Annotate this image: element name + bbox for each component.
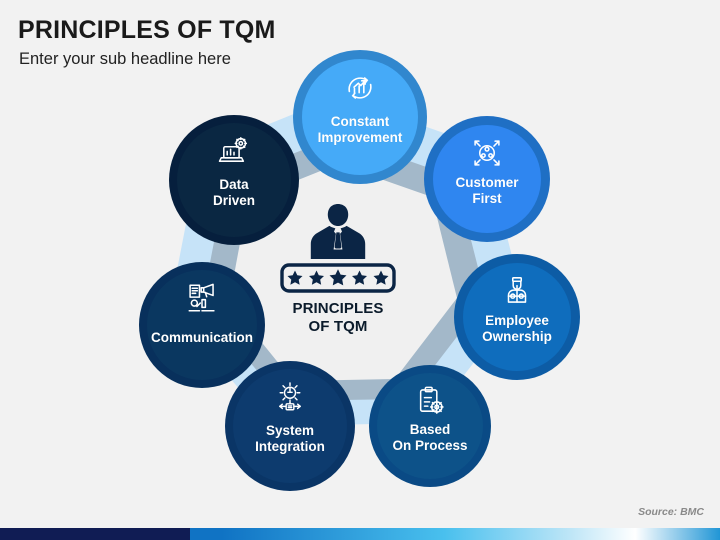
five-stars-icon xyxy=(280,263,396,294)
businessman-icon xyxy=(310,204,366,260)
node-customer-first-body: Customer First xyxy=(433,125,541,233)
customer-network-icon xyxy=(470,136,504,170)
laptop-gear-icon xyxy=(217,134,251,168)
node-data-driven-body: Data Driven xyxy=(177,123,291,237)
clipboard-gear-icon xyxy=(413,384,447,418)
node-data-driven[interactable]: Data Driven xyxy=(169,115,299,245)
node-system-integration-body: System Integration xyxy=(233,369,347,483)
center-title: PRINCIPLES OF TQM xyxy=(292,300,384,335)
node-communication-label: Communication xyxy=(150,329,253,345)
node-constant-improvement-label: Constant Improvement xyxy=(317,114,403,146)
center-badge: PRINCIPLES OF TQM xyxy=(243,168,433,368)
node-customer-first-label: Customer First xyxy=(455,175,519,207)
node-based-on-process-label: Based On Process xyxy=(392,422,468,454)
node-constant-improvement[interactable]: Constant Improvement xyxy=(293,50,427,184)
node-communication-body: Communication xyxy=(147,270,257,380)
document-megaphone-icon xyxy=(185,281,219,315)
page-subtitle: Enter your sub headline here xyxy=(19,50,231,68)
node-employee-ownership-body: Employee Ownership xyxy=(463,263,571,371)
node-system-integration[interactable]: System Integration xyxy=(225,361,355,491)
bottom-bar-navy-segment xyxy=(0,528,190,540)
node-communication[interactable]: Communication xyxy=(139,262,265,388)
node-customer-first[interactable]: Customer First xyxy=(424,116,550,242)
node-employee-ownership-label: Employee Ownership xyxy=(482,313,552,345)
source-note: Source: BMC xyxy=(638,506,704,518)
node-data-driven-label: Data Driven xyxy=(212,177,256,209)
node-employee-ownership[interactable]: Employee Ownership xyxy=(454,254,580,380)
employee-person-icon xyxy=(500,274,534,308)
growth-chart-cycle-icon xyxy=(343,71,377,105)
system-network-icon xyxy=(273,380,307,414)
node-based-on-process-body: Based On Process xyxy=(377,373,483,479)
page-title: PRINCIPLES OF TQM xyxy=(18,16,276,44)
node-constant-improvement-body: Constant Improvement xyxy=(302,59,418,175)
bottom-accent-bar xyxy=(0,528,720,540)
node-based-on-process[interactable]: Based On Process xyxy=(369,365,491,487)
bottom-bar-gradient-segment xyxy=(190,528,720,540)
tqm-principles-diagram: PRINCIPLES OF TQM Constant Improvement xyxy=(110,40,620,505)
node-system-integration-label: System Integration xyxy=(255,423,325,455)
